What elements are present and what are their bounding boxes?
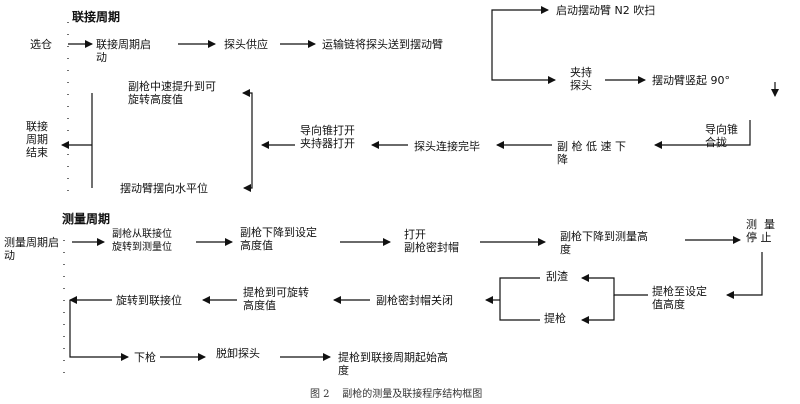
connect-cycle-heading: 联接周期 — [72, 10, 121, 24]
node-clamp-probe: 夹持 探头 — [570, 66, 592, 92]
node-connect-start: 联接周期启 动 — [96, 38, 151, 64]
node-lance-mid-up: 副枪中速提升到可 旋转高度值 — [128, 80, 216, 106]
node-select-bin: 选仓 — [30, 38, 52, 51]
node-swing-arm-up: 摆动臂竖起 90° — [652, 74, 730, 87]
node-raise-to-connect-start: 提枪到联接周期起始高 度 — [338, 351, 448, 377]
node-lower-lance: 下枪 — [134, 351, 156, 364]
node-probe-supply: 探头供应 — [224, 38, 268, 51]
node-lance-down-set: 副枪下降到设定 高度值 — [240, 226, 317, 252]
node-start-swing-arm: 启动摆动臂 N2 吹扫 — [556, 4, 656, 17]
node-conveyor: 运输链将探头送到摆动臂 — [322, 38, 443, 51]
node-measure-stop: 测 量 停 止 — [746, 218, 775, 244]
node-scrape-slag: 刮渣 — [546, 270, 568, 283]
node-remove-probe: 脱卸探头 — [216, 347, 260, 360]
node-raise-lance: 提枪 — [544, 312, 566, 325]
node-open-seal-cap: 打开 副枪密封帽 — [404, 228, 459, 254]
node-close-seal-cap: 副枪密封帽关闭 — [376, 294, 453, 307]
node-probe-connected: 探头连接完毕 — [414, 140, 480, 153]
node-lance-down-measure: 副枪下降到测量高 度 — [560, 230, 648, 256]
node-open-guide-clamp: 导向锥打开 夹持器打开 — [300, 124, 355, 150]
node-rotate-to-connect: 旋转到联接位 — [116, 294, 182, 307]
node-measure-start: 测量周期启 动 — [4, 236, 59, 262]
node-connect-end: 联接 周期 结束 — [26, 120, 48, 159]
node-guide-cone-close: 导向锥 合拢 — [705, 123, 738, 149]
node-lance-slow-down: 副 枪 低 速 下 降 — [557, 140, 626, 166]
figure-caption: 图 2 副枪的测量及联接程序结构框图 — [310, 389, 483, 400]
measure-cycle-heading: 测量周期 — [62, 212, 111, 226]
node-rotate-to-measure: 副枪从联接位 旋转到测量位 — [112, 229, 172, 253]
node-swing-arm-horizontal: 摆动臂摆向水平位 — [120, 182, 208, 195]
node-raise-rotatable: 提枪到可旋转 高度值 — [243, 286, 309, 312]
node-raise-to-set: 提枪至设定 值高度 — [652, 285, 707, 311]
